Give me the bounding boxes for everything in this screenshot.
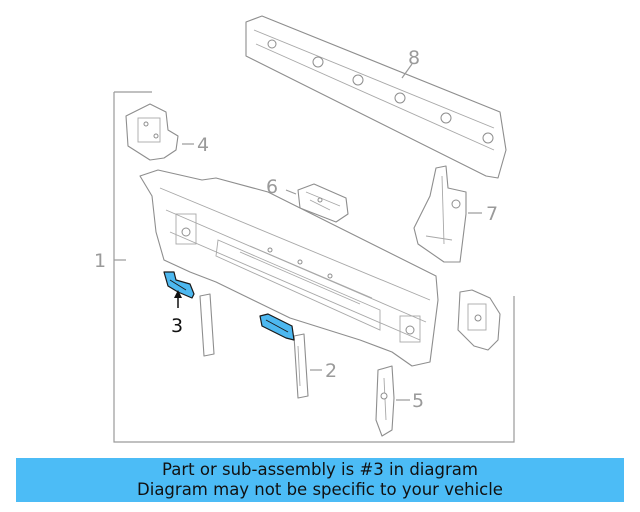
- banner-line-1: Part or sub-assembly is #3 in diagram: [162, 460, 478, 479]
- callout-8: 8: [408, 47, 420, 69]
- part-4-bracket[interactable]: [125, 103, 179, 161]
- callout-5: 5: [412, 390, 424, 412]
- part-1-side-bracket[interactable]: [457, 289, 501, 351]
- part-1-panel[interactable]: [139, 169, 439, 367]
- banner-line-2: Diagram may not be specific to your vehi…: [137, 480, 503, 499]
- callout-3-arrowhead: [174, 290, 182, 298]
- callout-1: 1: [94, 250, 106, 272]
- part-7-pillar[interactable]: [413, 165, 467, 263]
- vertical-brace-left[interactable]: [199, 293, 215, 357]
- callout-3: 3: [171, 315, 183, 337]
- part-8-upper-rail[interactable]: [245, 15, 507, 179]
- part-3-bracket-left[interactable]: [163, 271, 195, 299]
- callout-7: 7: [486, 203, 498, 225]
- part-5-bracket[interactable]: [375, 365, 395, 437]
- info-banner: Part or sub-assembly is #3 in diagram Di…: [16, 458, 624, 502]
- part-2-brace[interactable]: [293, 333, 309, 399]
- callout-4: 4: [197, 134, 209, 156]
- callout-2: 2: [325, 360, 337, 382]
- part-3-bracket-right[interactable]: [259, 313, 295, 341]
- assembly-frame: [113, 92, 515, 443]
- parts-diagram: 8 4 6 7 1: [94, 15, 515, 443]
